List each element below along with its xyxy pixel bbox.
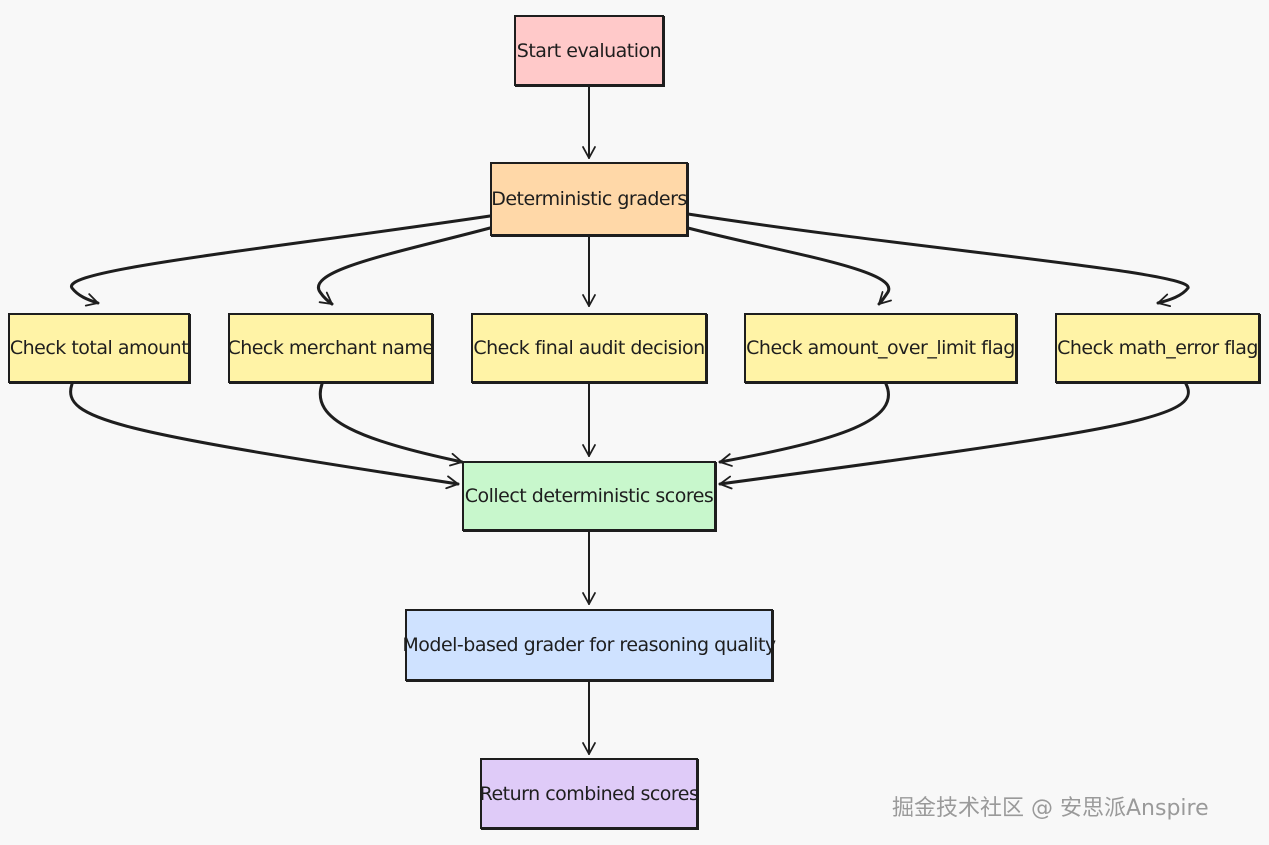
start-evaluation-node: Start evaluation: [514, 15, 664, 86]
check-merchant-name-node: Check merchant name: [227, 313, 434, 383]
watermark-text: 掘金技术社区 @ 安思派Anspire: [892, 796, 1209, 821]
check-amount-over-limit-node: Check amount_over_limit flag: [744, 313, 1017, 383]
edge-check-over-limit-collect: [718, 382, 890, 467]
check-total-amount-node: Check total amount: [8, 313, 190, 383]
return-combined-scores-node: Return combined scores: [480, 758, 699, 829]
edge-check-merchant-collect: [318, 382, 464, 467]
edge-deterministic-check-math: [686, 212, 1190, 308]
deterministic-graders-node: Deterministic graders: [490, 162, 688, 236]
model-based-grader-node: Model-based grader for reasoning quality: [402, 609, 776, 681]
check-final-audit-decision-node: Check final audit decision: [471, 313, 707, 383]
collect-deterministic-scores-node: Collect deterministic scores: [462, 461, 716, 531]
edge-deterministic-check-over-limit: [686, 226, 892, 306]
check-math-error-node: Check math_error flag: [1055, 313, 1260, 383]
edge-deterministic-check-merchant: [316, 226, 492, 306]
edge-check-total-collect: [69, 382, 460, 490]
edge-check-math-collect: [718, 382, 1190, 490]
edge-deterministic-check-total: [70, 214, 492, 307]
